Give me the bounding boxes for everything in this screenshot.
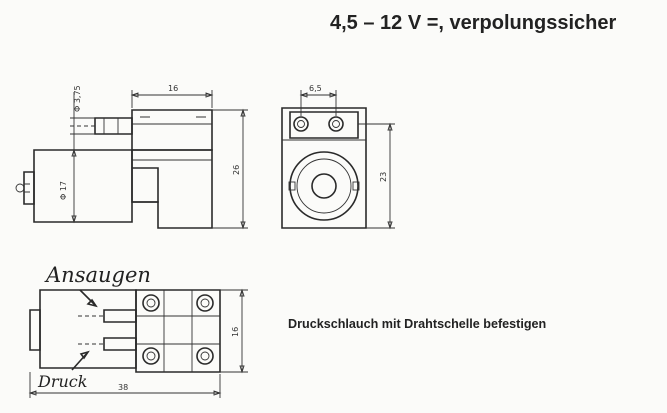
dim-top-view-length: 38: [118, 383, 128, 392]
dim-motor-diameter: Φ 17: [59, 181, 68, 200]
side-view: 16 Φ 3,75 Φ 17 26: [15, 84, 248, 230]
pressure-label: Druck: [37, 372, 87, 391]
dim-front-height: 23: [379, 172, 388, 182]
dim-top-width: 16: [168, 84, 178, 93]
dim-side-height: 26: [232, 165, 241, 175]
hose-instruction-caption: Druckschlauch mit Drahtschelle befestige…: [288, 317, 547, 331]
intake-label: Ansaugen: [44, 263, 151, 287]
dim-top-view-width: 16: [231, 327, 240, 337]
dim-inlet-diameter: Φ 3,75: [73, 85, 82, 112]
front-view: 6,5 23: [281, 84, 395, 230]
top-view: Ansaugen Druck 16 38: [28, 263, 248, 398]
dim-port-spacing: 6,5: [309, 84, 322, 93]
voltage-heading: 4,5 – 12 V =, verpolungssicher: [330, 12, 617, 34]
